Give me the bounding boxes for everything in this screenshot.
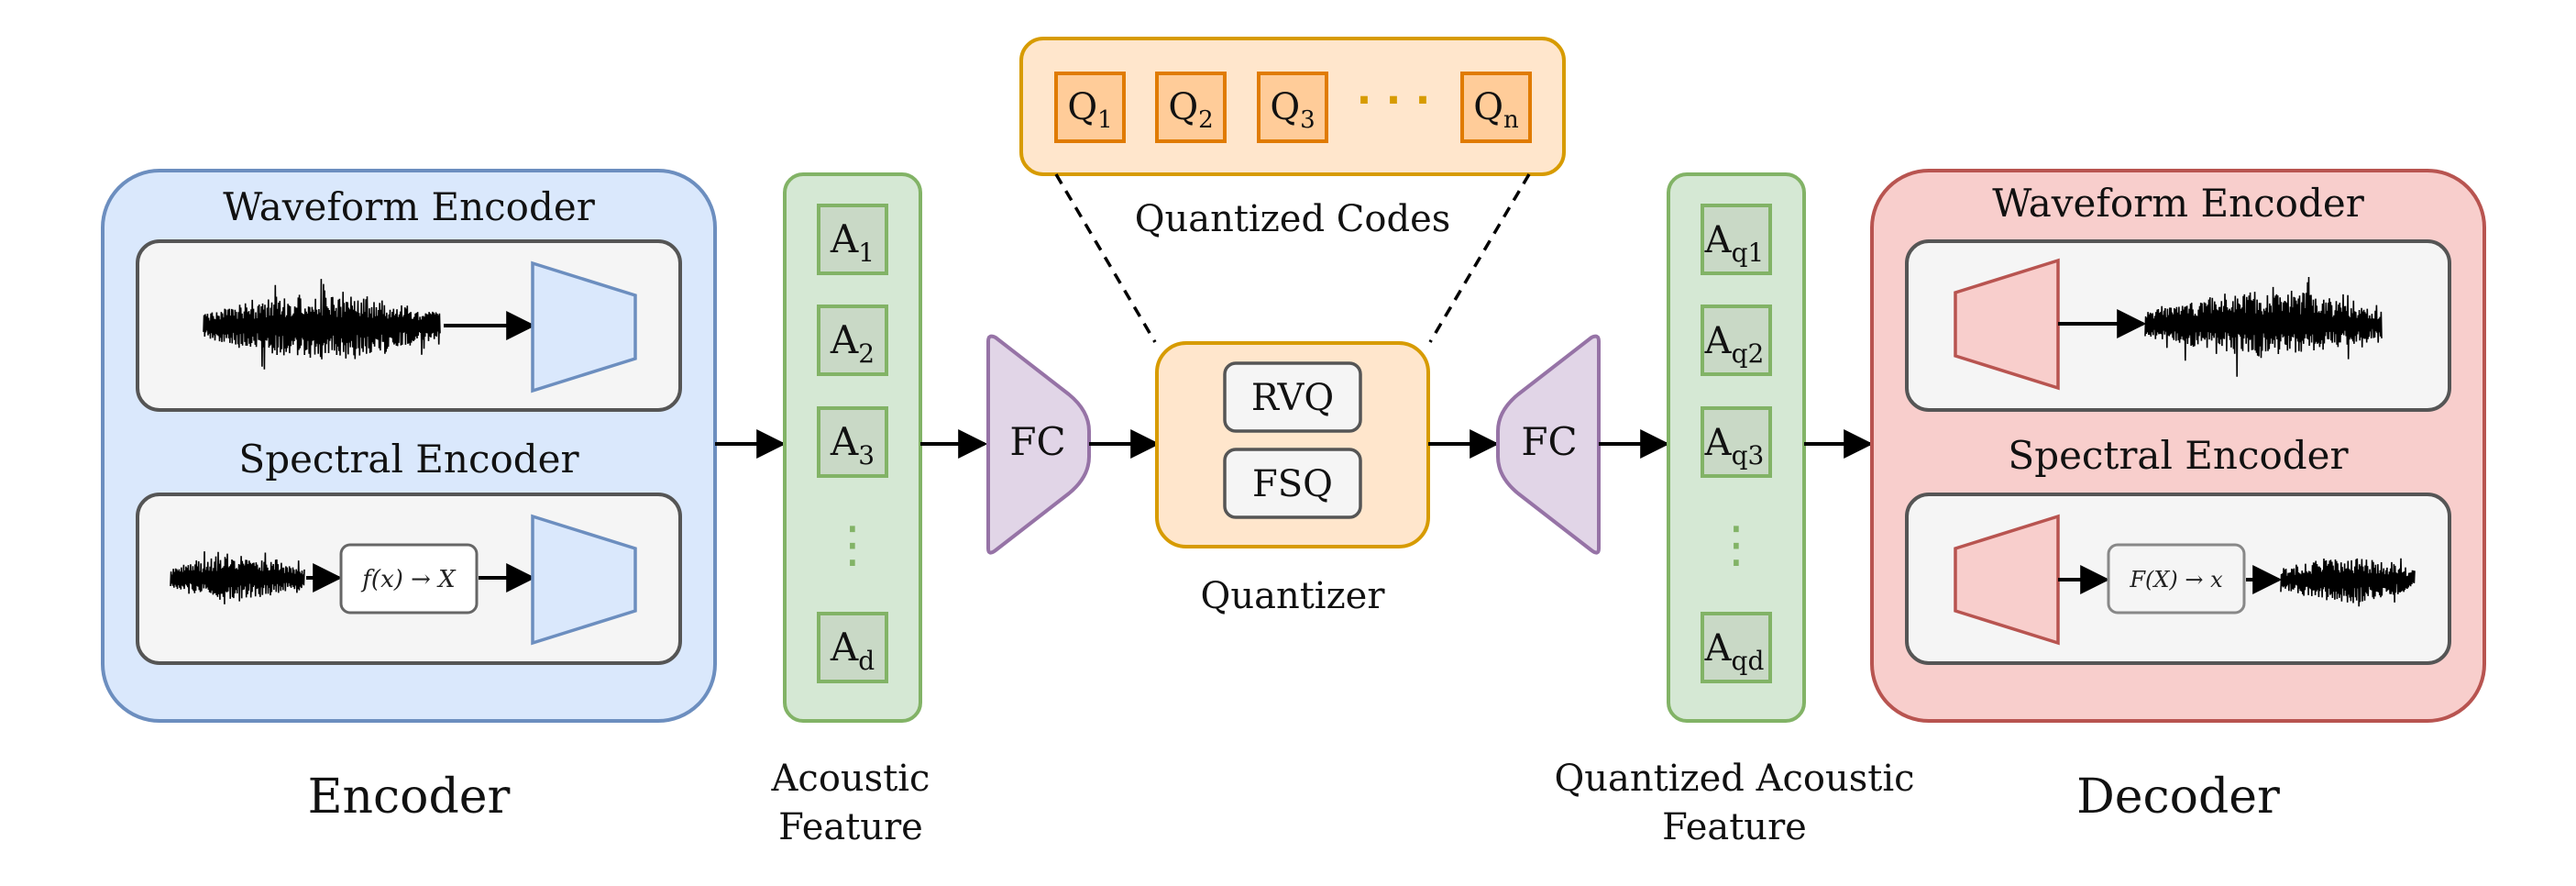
method-label-rvq: RVQ [1251, 377, 1334, 419]
qfeature-item: Aq1 [1701, 204, 1772, 275]
svg-text:Ad: Ad [830, 625, 875, 676]
fc-right: FC [1496, 334, 1601, 555]
svg-text:Qn: Qn [1473, 86, 1519, 134]
fc-right-label: FC [1521, 419, 1577, 464]
waveform-trace [170, 551, 305, 604]
encoder-block: Waveform Encoder Spectral Encoder f(x) →… [101, 169, 717, 825]
feature-item: A1 [817, 204, 888, 275]
fc-left: FC [986, 334, 1091, 555]
decoder-caption: Decoder [2076, 770, 2280, 825]
encoder-waveform-signal [203, 279, 441, 370]
feature-item: A2 [817, 305, 888, 376]
svg-text:Q3: Q3 [1270, 86, 1315, 134]
svg-text:Aq3: Aq3 [1704, 422, 1765, 471]
decoder-spectral-signal [2280, 558, 2416, 607]
decoder-block: Waveform Encoder Spectral Encoder F(X) →… [1870, 169, 2486, 825]
quantized-feature-caption-2: Feature [1662, 806, 1807, 848]
decoder-waveform-trapezoid [1954, 258, 2060, 391]
svg-text:A3: A3 [830, 419, 875, 471]
fc-left-label: FC [1009, 419, 1065, 464]
quantizer-caption: Quantizer [1201, 575, 1386, 617]
codes-ellipsis: · · · [1357, 77, 1431, 124]
svg-text:A1: A1 [830, 216, 875, 268]
decoder-transform-label: F(X) → x [2129, 567, 2223, 593]
encoder-waveform-title: Waveform Encoder [223, 184, 595, 229]
acoustic-feature-caption-2: Feature [778, 806, 923, 848]
acoustic-feature-caption-1: Acoustic [771, 758, 930, 800]
encoder-spectral-title: Spectral Encoder [238, 437, 579, 482]
svg-text:Q1: Q1 [1067, 86, 1112, 134]
acoustic-feature-block: A1 A2 A3 ⋮ Ad Acoustic Feature [771, 172, 930, 848]
decoder-waveform-signal [2144, 276, 2383, 377]
feature-ellipsis: ⋮ [828, 515, 877, 573]
encoder-waveform-trapezoid [531, 260, 637, 393]
codes-connector-right [1428, 173, 1531, 343]
svg-text:A2: A2 [830, 317, 875, 369]
method-box-fsq [1223, 448, 1362, 519]
quantized-codes-block: Q1 Q2 Q3 · · · Qn Quantized Codes [1019, 37, 1566, 240]
code-item: Q2 [1155, 72, 1227, 143]
waveform-trace [2144, 276, 2383, 377]
decoder-transform-box [2107, 543, 2246, 615]
quantized-feature-block: Aq1 Aq2 Aq3 ⋮ Aqd Quantized Acoustic Fea… [1554, 172, 1915, 848]
qfeature-item: Aq3 [1701, 406, 1772, 478]
qfeature-ellipsis: ⋮ [1712, 515, 1761, 573]
code-item: Qn [1460, 72, 1532, 143]
decoder-spectral-trapezoid [1954, 514, 2060, 646]
svg-text:Aq2: Aq2 [1704, 320, 1765, 369]
method-box-rvq [1223, 361, 1362, 433]
feature-item: A3 [817, 406, 888, 478]
quantized-feature-caption-1: Quantized Acoustic [1554, 758, 1914, 800]
feature-item: Ad [817, 612, 888, 683]
codes-connector-left [1054, 173, 1157, 343]
encoder-transform-box [339, 543, 479, 615]
code-item: Q1 [1054, 72, 1126, 143]
encoder-spectral-signal [170, 551, 305, 604]
method-label-fsq: FSQ [1252, 463, 1333, 505]
encoder-transform-label: f(x) → X [360, 566, 457, 593]
qfeature-item: Aq2 [1701, 305, 1772, 376]
quantized-codes-caption: Quantized Codes [1135, 198, 1451, 240]
waveform-trace [203, 279, 441, 370]
encoder-caption: Encoder [308, 770, 511, 825]
svg-text:Aqd: Aqd [1704, 627, 1765, 676]
encoder-spectral-trapezoid [531, 514, 637, 646]
svg-text:Aq1: Aq1 [1704, 219, 1765, 268]
quantizer-block: RVQ FSQ Quantizer [1155, 341, 1430, 617]
waveform-trace [2280, 558, 2416, 607]
code-item: Q3 [1257, 72, 1328, 143]
qfeature-item: Aqd [1701, 612, 1772, 683]
decoder-spectral-title: Spectral Encoder [2008, 433, 2349, 478]
svg-text:Q2: Q2 [1168, 86, 1213, 134]
decoder-waveform-title: Waveform Encoder [1992, 181, 2364, 226]
